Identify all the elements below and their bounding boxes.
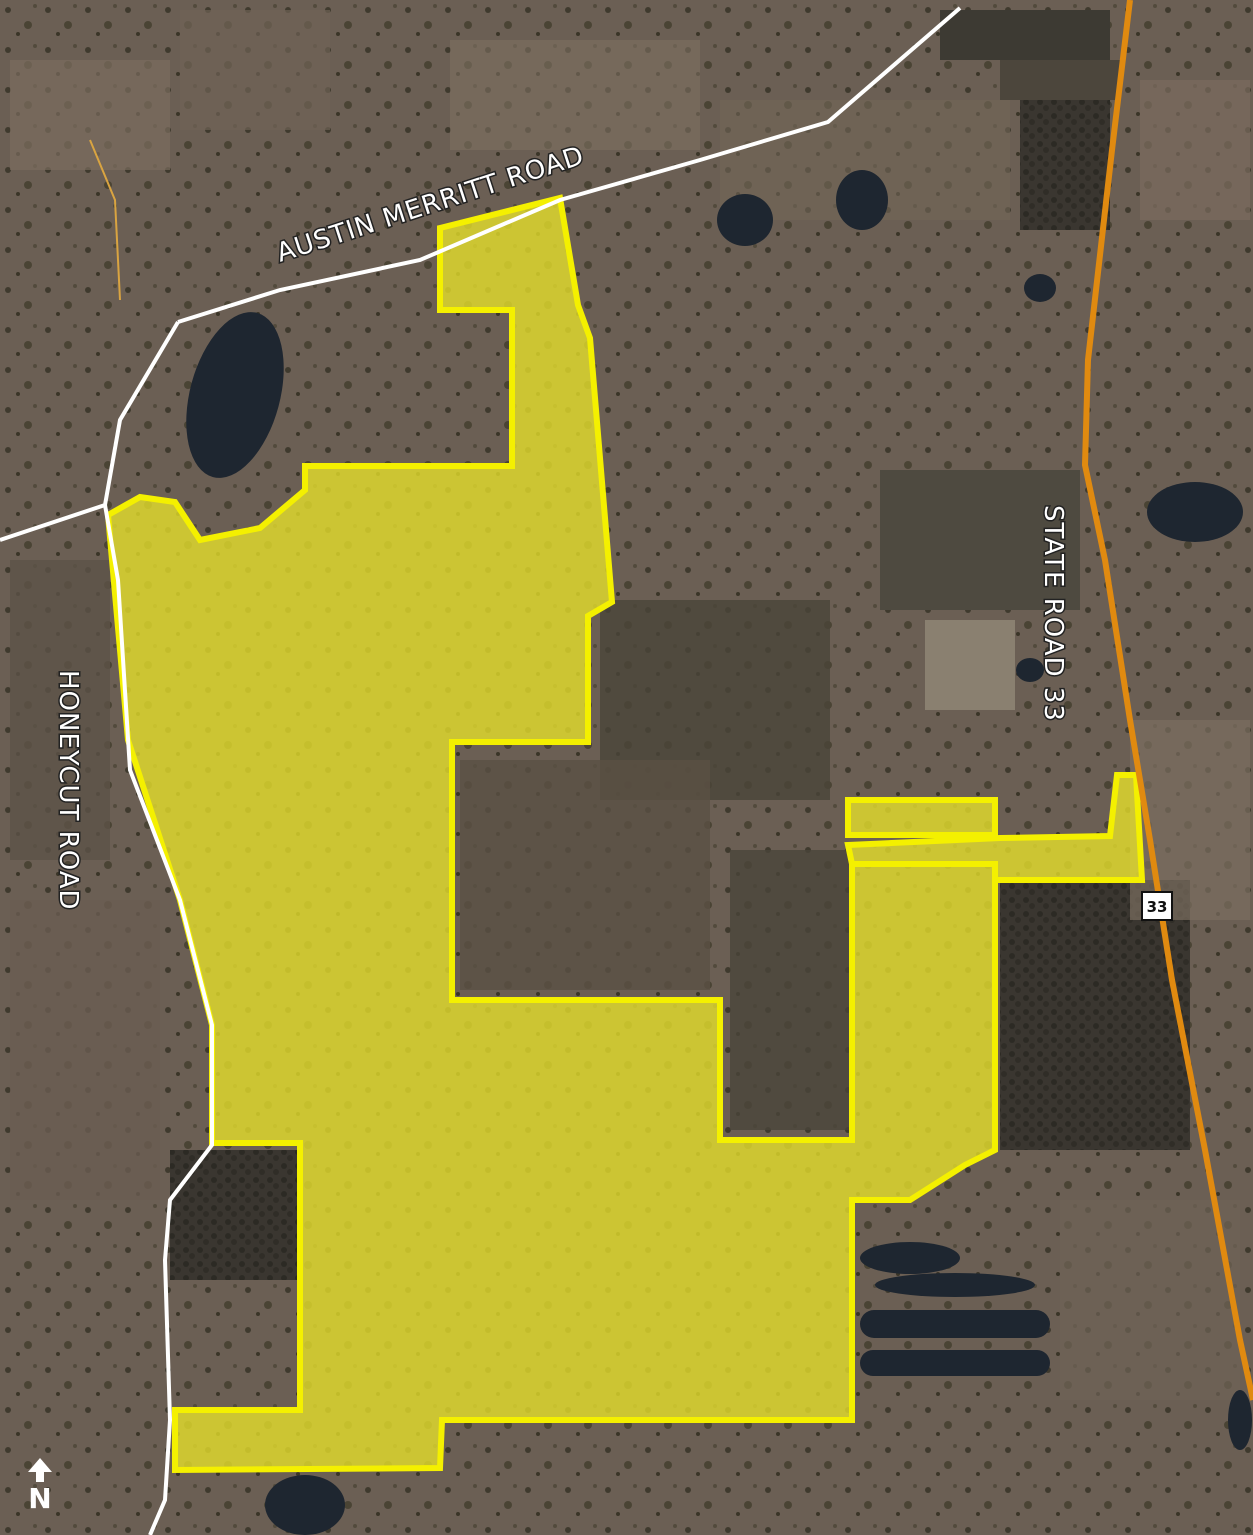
- north-arrow: N: [28, 1458, 52, 1515]
- local-roads: [0, 6, 962, 1535]
- state-road-33-line: [1081, 0, 1253, 1401]
- route-shield: 33: [1141, 891, 1173, 921]
- state-road-33-label: STATE ROAD 33: [1038, 505, 1068, 722]
- north-arrow-label: N: [28, 1482, 51, 1515]
- parcel-highlight-strip[interactable]: [845, 797, 998, 838]
- water-bodies: [186, 170, 1252, 1535]
- honeycut-road-label: HONEYCUT ROAD: [53, 670, 83, 911]
- austin-merritt-road-line: [177, 6, 962, 324]
- parcel-highlight[interactable]: [104, 194, 998, 1474]
- parcel-highlight-east[interactable]: [844, 772, 1146, 883]
- north-arrow-icon: [28, 1458, 52, 1482]
- route-shield-number: 33: [1147, 898, 1168, 916]
- honeycut-road-south-line: [103, 504, 214, 1535]
- minor-road-line: [89, 139, 121, 301]
- honeycut-road-line: [0, 320, 180, 542]
